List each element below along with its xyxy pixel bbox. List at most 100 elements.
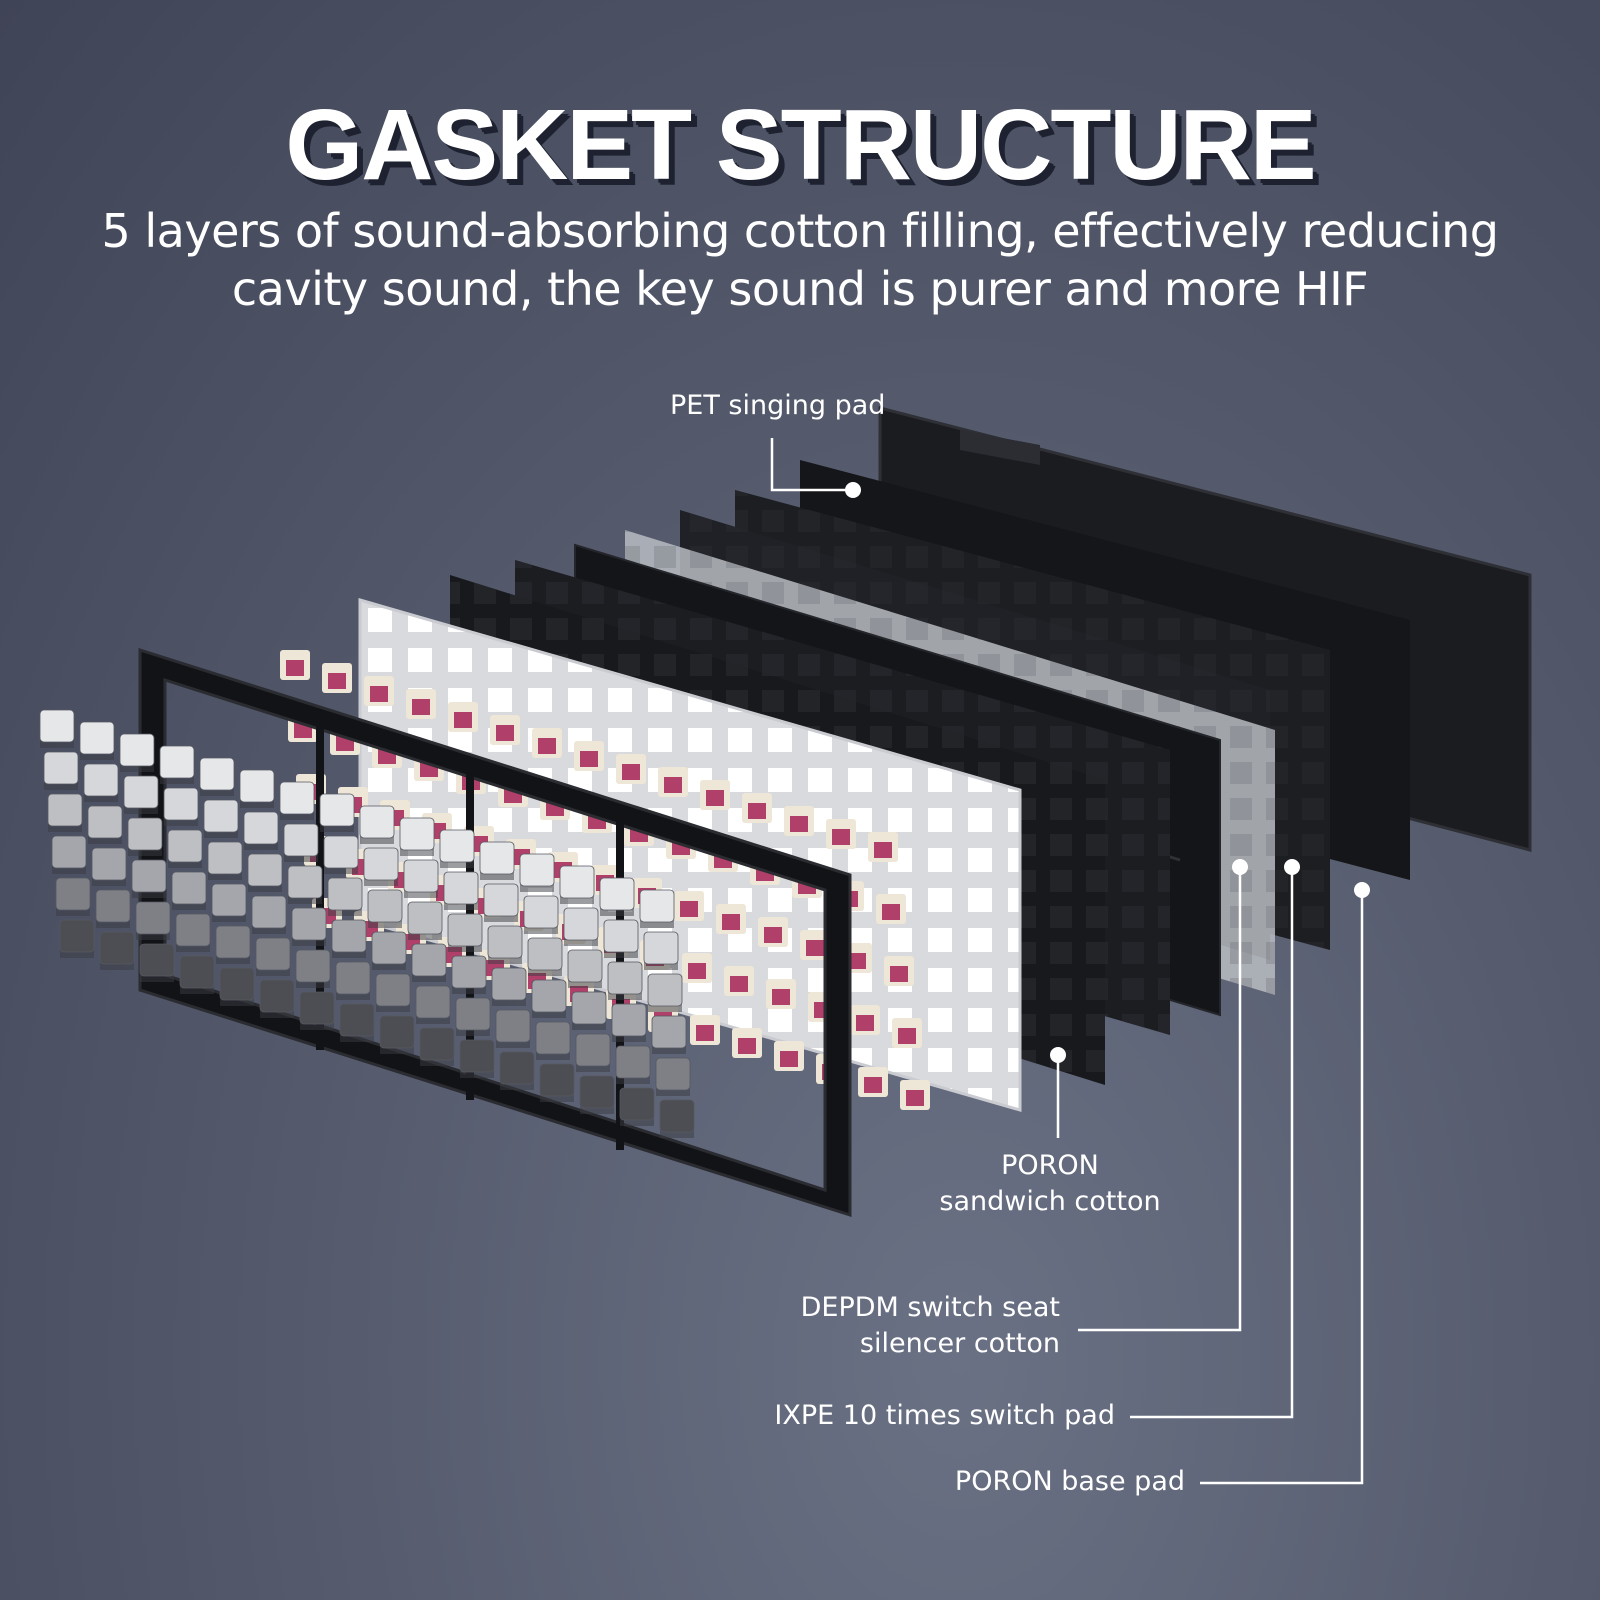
keycap [499, 1051, 535, 1090]
keycap [379, 1015, 415, 1054]
keycap [159, 745, 195, 784]
keycap [127, 817, 163, 856]
switch [766, 979, 796, 1009]
switch [876, 894, 906, 924]
keycap [443, 871, 479, 910]
keycap [283, 823, 319, 862]
keycap [279, 781, 315, 820]
poron-sandwich-callout-dot [1050, 1047, 1066, 1063]
switch [682, 953, 712, 983]
keycap [51, 835, 87, 874]
keycap [519, 853, 555, 892]
keycap [43, 751, 79, 790]
keycap [359, 805, 395, 844]
keycap [207, 841, 243, 880]
keycap [47, 793, 83, 832]
keycap [295, 949, 331, 988]
keycap [599, 877, 635, 916]
keycap [651, 1015, 687, 1054]
switch [826, 819, 856, 849]
switch [716, 904, 746, 934]
keycap [399, 817, 435, 856]
switch [900, 1080, 930, 1110]
keycap [603, 919, 639, 958]
keycap [327, 877, 363, 916]
keycap [299, 991, 335, 1030]
keycap [483, 883, 519, 922]
keycap [371, 931, 407, 970]
page-title: GASKET STRUCTURE [285, 89, 1316, 201]
keycap [87, 805, 123, 844]
keycap [135, 901, 171, 940]
callout-lines [770, 438, 1364, 1485]
label-pet-singing-pad: PET singing pad [670, 390, 886, 421]
keycap [375, 973, 411, 1012]
keycap [199, 757, 235, 796]
switch [448, 702, 478, 732]
keycap [55, 877, 91, 916]
switch [884, 956, 914, 986]
keycap [579, 1075, 615, 1114]
depdm-callout-line [1078, 867, 1242, 1332]
label-poron-sandwich-cotton: PORON sandwich cotton [930, 1148, 1170, 1220]
keycap [403, 859, 439, 898]
pet-callout-dot [845, 482, 861, 498]
keycap [291, 907, 327, 946]
switch [700, 780, 730, 810]
keycap [439, 829, 475, 868]
label-depdm-line-1: DEPDM switch seat [800, 1292, 1060, 1323]
keycap [175, 913, 211, 952]
keycap [335, 961, 371, 1000]
switch [616, 754, 646, 784]
keycap [411, 943, 447, 982]
keycap [163, 787, 199, 826]
switch [850, 1005, 880, 1035]
keycap [527, 937, 563, 976]
keycap [559, 865, 595, 904]
keycap [323, 835, 359, 874]
keycap [39, 709, 75, 748]
label-depdm-line-2: silencer cotton [859, 1328, 1060, 1359]
label-ixpe-switch-pad: IXPE 10 times switch pad [774, 1400, 1115, 1431]
switch [800, 930, 830, 960]
switch [868, 832, 898, 862]
keycap [523, 895, 559, 934]
label-poron-sandwich-line-2: sandwich cotton [939, 1186, 1161, 1217]
keycap [531, 979, 567, 1018]
switch [674, 891, 704, 921]
keycap [219, 967, 255, 1006]
keycap [79, 721, 115, 760]
keycap [639, 889, 675, 928]
subtitle-line-1: 5 layers of sound-absorbing cotton filli… [101, 204, 1500, 258]
keycap [215, 925, 251, 964]
keycap [647, 973, 683, 1012]
switch [858, 1067, 888, 1097]
keycap [611, 1003, 647, 1042]
ixpe-callout-line [1130, 867, 1294, 1419]
keycap [619, 1087, 655, 1126]
keycap [339, 1003, 375, 1042]
switch [742, 793, 772, 823]
keycap [319, 793, 355, 832]
keycap [415, 985, 451, 1024]
keycap [99, 931, 135, 970]
callout-dots [845, 482, 1370, 1063]
keycap [659, 1099, 695, 1138]
poron-base-callout-line [1200, 890, 1364, 1485]
label-depdm-silencer-cotton: DEPDM switch seat silencer cotton [700, 1290, 1060, 1362]
keycap [563, 907, 599, 946]
keycap [95, 889, 131, 928]
keycap [255, 937, 291, 976]
keycap [139, 943, 175, 982]
keycap [91, 847, 127, 886]
switch [532, 728, 562, 758]
keycap [479, 841, 515, 880]
keycap [419, 1027, 455, 1066]
switch [280, 650, 310, 680]
depdm-callout-dot [1232, 859, 1248, 875]
keycap [539, 1063, 575, 1102]
switch [490, 715, 520, 745]
ixpe-callout-dot [1284, 859, 1300, 875]
label-poron-sandwich-line-1: PORON [1001, 1150, 1099, 1181]
